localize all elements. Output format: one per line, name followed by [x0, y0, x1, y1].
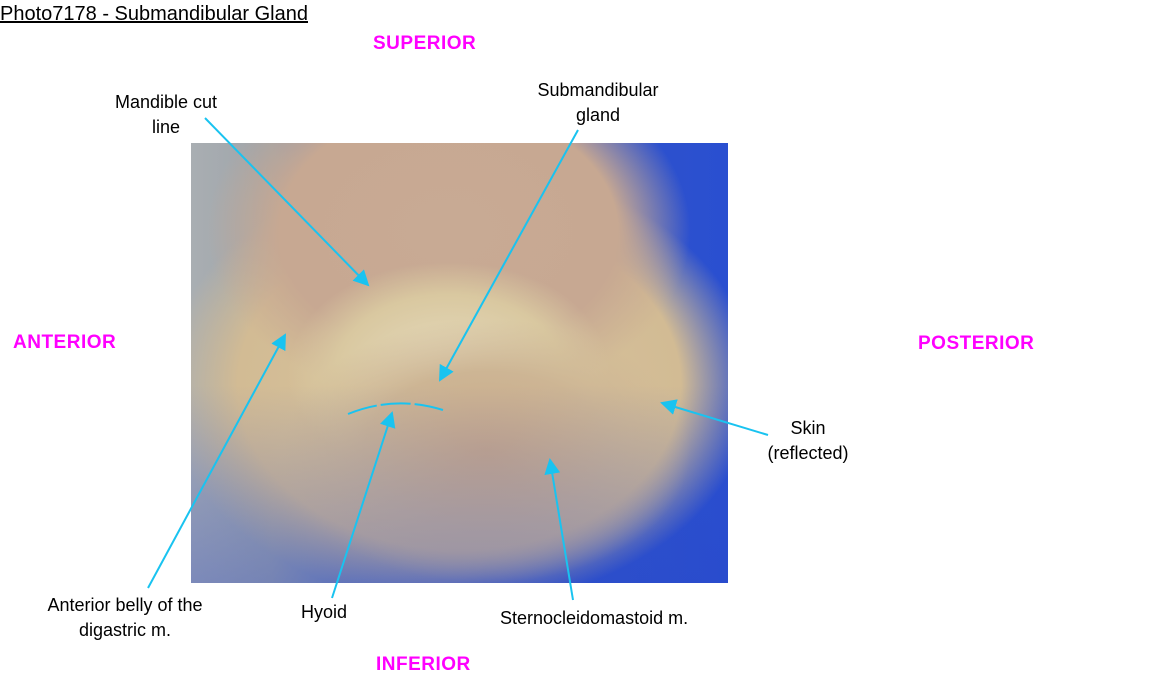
orientation-anterior: ANTERIOR: [13, 332, 117, 353]
label-skin-reflected: Skin (reflected): [748, 416, 868, 466]
orientation-superior: SUPERIOR: [373, 33, 477, 54]
orientation-inferior: INFERIOR: [376, 654, 471, 675]
orientation-posterior: POSTERIOR: [918, 333, 1035, 354]
label-line: Submandibular: [537, 80, 659, 100]
label-line: gland: [575, 105, 621, 125]
label-hyoid: Hyoid: [301, 602, 348, 622]
leader-submandibular-gland: [439, 129, 579, 382]
page-title: Photo7178 - Submandibular Gland: [0, 3, 308, 25]
label-line: line: [151, 117, 181, 137]
label-line: digastric m.: [78, 620, 172, 640]
leader-anterior-belly: [147, 333, 286, 589]
leader-hyoid: [331, 411, 396, 599]
label-submandibular-gland: Submandibular gland: [518, 78, 678, 128]
blue-tray: [191, 143, 728, 583]
label-anterior-belly-digastric: Anterior belly of the digastric m.: [20, 593, 230, 643]
label-line: Mandible cut: [114, 92, 218, 112]
label-line: Skin: [790, 418, 826, 438]
label-line: (reflected): [767, 443, 849, 463]
dissection-photo: [191, 143, 728, 583]
leader-mandible-cut-line: [204, 117, 370, 287]
hyoid-outline: [347, 402, 444, 415]
label-sternocleidomastoid: Sternocleidomastoid m.: [500, 608, 689, 628]
label-line: Anterior belly of the: [47, 595, 203, 615]
leader-sternocleidomastoid: [544, 458, 574, 601]
leader-skin: [660, 399, 769, 436]
label-mandible-cut-line: Mandible cut line: [100, 90, 232, 140]
